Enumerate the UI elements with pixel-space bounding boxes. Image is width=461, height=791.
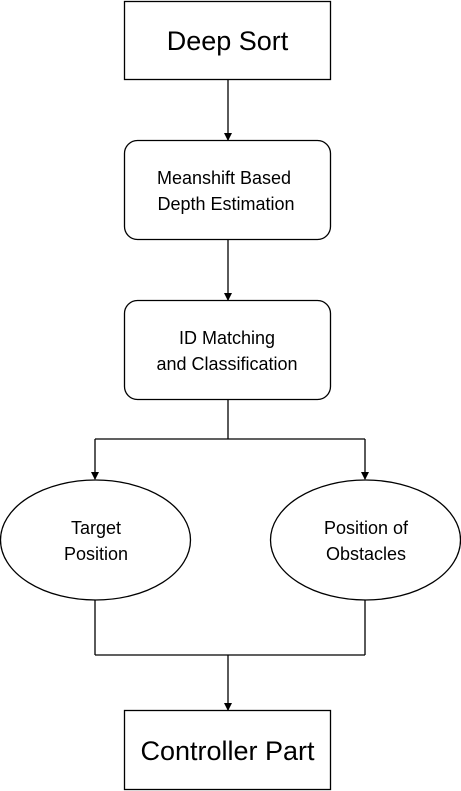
id-matching-box — [123, 299, 332, 401]
position-of-obstacles-label-line-1: Position of — [324, 518, 409, 538]
position-of-obstacles-label-line-2: Obstacles — [326, 544, 406, 564]
node-controller-part: Controller Part — [123, 709, 332, 791]
branch-connector — [91, 400, 369, 480]
controller-part-box — [123, 709, 332, 791]
meanshift-box — [123, 139, 332, 241]
target-position-ellipse — [0, 479, 192, 601]
controller-part-label: Controller Part — [140, 736, 315, 766]
node-target-position: Target Position — [0, 479, 192, 601]
node-position-of-obstacles: Position of Obstacles — [269, 479, 461, 601]
node-meanshift-depth-estimation: Meanshift Based Depth Estimation — [123, 139, 332, 241]
meanshift-label-line-2: Depth Estimation — [157, 194, 294, 214]
node-deep-sort: Deep Sort — [123, 0, 332, 81]
node-id-matching-classification: ID Matching and Classification — [123, 299, 332, 401]
deep-sort-label: Deep Sort — [167, 26, 289, 56]
meanshift-label-line-1: Meanshift Based — [157, 168, 291, 188]
target-position-label-line-1: Target — [71, 518, 121, 538]
id-matching-label-line-2: and Classification — [156, 354, 297, 374]
id-matching-label-line-1: ID Matching — [179, 328, 275, 348]
position-of-obstacles-ellipse — [269, 479, 461, 601]
deep-sort-box — [123, 0, 332, 81]
target-position-label-line-2: Position — [64, 544, 128, 564]
merge-connector — [94, 600, 366, 711]
